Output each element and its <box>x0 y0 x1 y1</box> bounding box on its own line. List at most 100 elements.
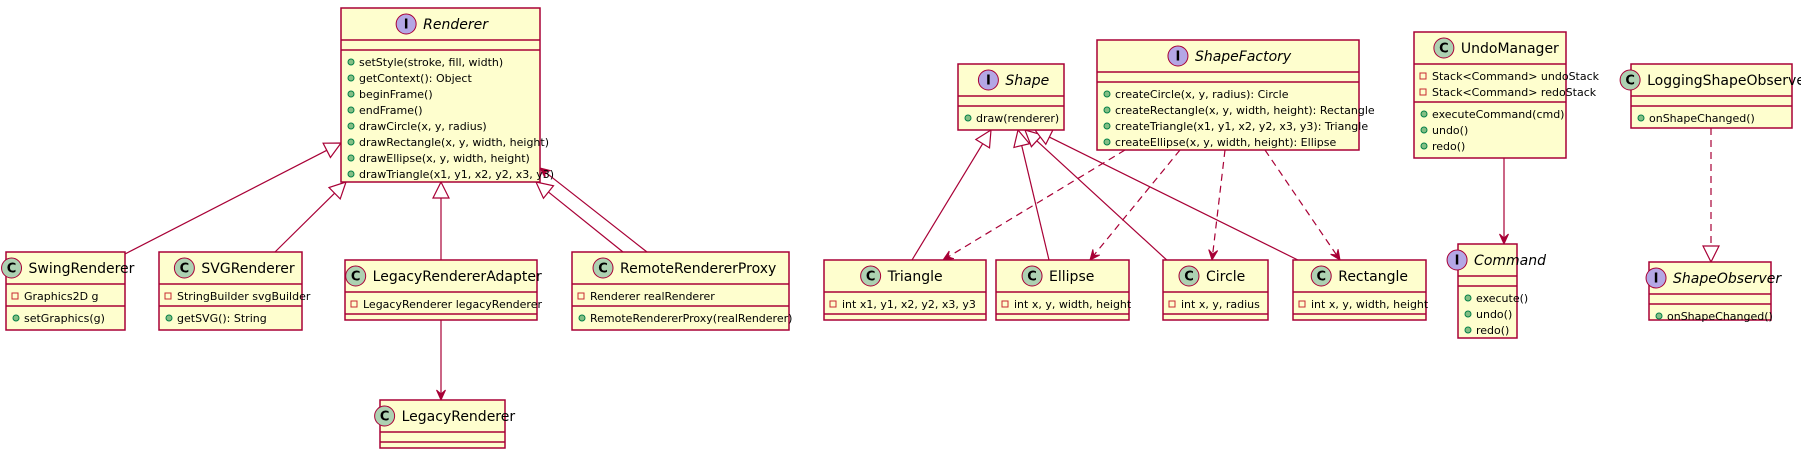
class-name: ShapeObserver <box>1673 271 1782 287</box>
public-icon <box>1464 294 1472 302</box>
class-badge-icon <box>1619 69 1641 91</box>
class-badge-icon <box>173 257 195 279</box>
relation-line <box>911 143 984 261</box>
public-icon <box>1103 106 1111 114</box>
class-name: LegacyRendererAdapter <box>373 269 542 285</box>
class-renderer[interactable]: I Renderer setStyle(stroke, fill, width) ge… <box>340 7 554 183</box>
relation-association-remote-renderer-proxy-to-renderer <box>539 167 648 253</box>
method: getContext(): Object <box>359 72 472 85</box>
public-icon <box>347 58 355 66</box>
method: createTriangle(x1, y1, x2, y2, x3, y3): … <box>1115 120 1368 133</box>
private-icon <box>1298 300 1306 308</box>
private-icon <box>1419 72 1427 80</box>
class-name: Command <box>1474 253 1546 269</box>
badge-letter: I <box>404 18 409 33</box>
public-icon <box>1464 326 1472 334</box>
realization-arrowhead <box>974 128 992 149</box>
method: setGraphics(g) <box>24 312 105 325</box>
relation-association-legacy-renderer-adapter-to-legacy-renderer <box>436 320 446 402</box>
class-name: Renderer <box>423 17 489 33</box>
class-badge-icon <box>592 257 614 279</box>
badge-letter: C <box>380 410 390 425</box>
method: drawCircle(x, y, radius) <box>359 120 487 133</box>
interface-badge-icon <box>1446 249 1468 271</box>
public-icon <box>1464 310 1472 318</box>
relation-line <box>1264 149 1338 256</box>
field: LegacyRenderer legacyRenderer <box>363 298 542 311</box>
private-icon <box>350 300 358 308</box>
class-badge-icon <box>1178 265 1200 287</box>
public-icon <box>347 106 355 114</box>
class-box <box>340 7 541 183</box>
classes-layer: I Renderer setStyle(stroke, fill, width) ge… <box>1 7 1801 449</box>
relation-realization-svg-renderer-to-renderer <box>274 181 347 253</box>
method: redo() <box>1476 324 1509 337</box>
public-icon <box>964 114 972 122</box>
public-icon <box>1103 90 1111 98</box>
class-box <box>344 259 538 321</box>
private-icon <box>1168 300 1176 308</box>
private-icon <box>1001 300 1009 308</box>
public-icon <box>1420 142 1428 150</box>
class-badge-icon <box>860 265 882 287</box>
class-name: ShapeFactory <box>1195 49 1292 65</box>
badge-letter: C <box>1439 42 1449 57</box>
badge-letter: I <box>986 74 991 89</box>
public-icon <box>1103 138 1111 146</box>
badge-letter: C <box>1027 270 1037 285</box>
relation-association-undo-manager-to-command <box>1499 158 1509 246</box>
field: int x, y, radius <box>1181 298 1260 311</box>
public-icon <box>347 154 355 162</box>
badge-letter: C <box>1316 270 1326 285</box>
public-icon <box>1637 114 1645 122</box>
relation-realization-ellipse-to-shape <box>1013 128 1050 261</box>
class-box <box>1096 39 1360 151</box>
relation-dependency-shape-factory-to-circle <box>1208 149 1226 262</box>
class-badge-icon <box>1021 265 1043 287</box>
class-box <box>957 63 1065 131</box>
class-name: SwingRenderer <box>29 261 135 277</box>
field: Stack<Command> undoStack <box>1432 70 1600 83</box>
relation-realization-logging-shape-observer-to-shape-observer <box>1702 128 1720 264</box>
class-name: Triangle <box>887 269 943 285</box>
method: executeCommand(cmd) <box>1432 108 1564 121</box>
class-badge-icon <box>1433 37 1455 59</box>
badge-letter: C <box>1184 270 1194 285</box>
private-icon <box>164 292 172 300</box>
public-icon <box>347 170 355 178</box>
realization-arrowhead <box>534 181 555 200</box>
public-icon <box>1420 110 1428 118</box>
badge-letter: C <box>1625 74 1635 89</box>
association-arrowhead <box>1208 249 1219 262</box>
method: createRectangle(x, y, width, height): Re… <box>1115 104 1375 117</box>
method: createEllipse(x, y, width, height): Elli… <box>1115 136 1337 149</box>
class-name: RemoteRendererProxy <box>620 261 776 277</box>
public-icon <box>1420 126 1428 134</box>
class-badge-icon <box>374 405 396 427</box>
relation-realization-triangle-to-shape <box>911 128 992 261</box>
method: RemoteRendererProxy(realRenderer) <box>590 312 792 325</box>
relation-realization-legacy-renderer-adapter-to-renderer <box>432 180 450 260</box>
relation-realization-swing-renderer-to-renderer <box>124 142 343 255</box>
method: onShapeChanged() <box>1649 112 1755 125</box>
method: redo() <box>1432 140 1465 153</box>
method: setStyle(stroke, fill, width) <box>359 56 503 69</box>
relations-layer <box>124 128 1720 402</box>
relation-line <box>548 191 624 253</box>
